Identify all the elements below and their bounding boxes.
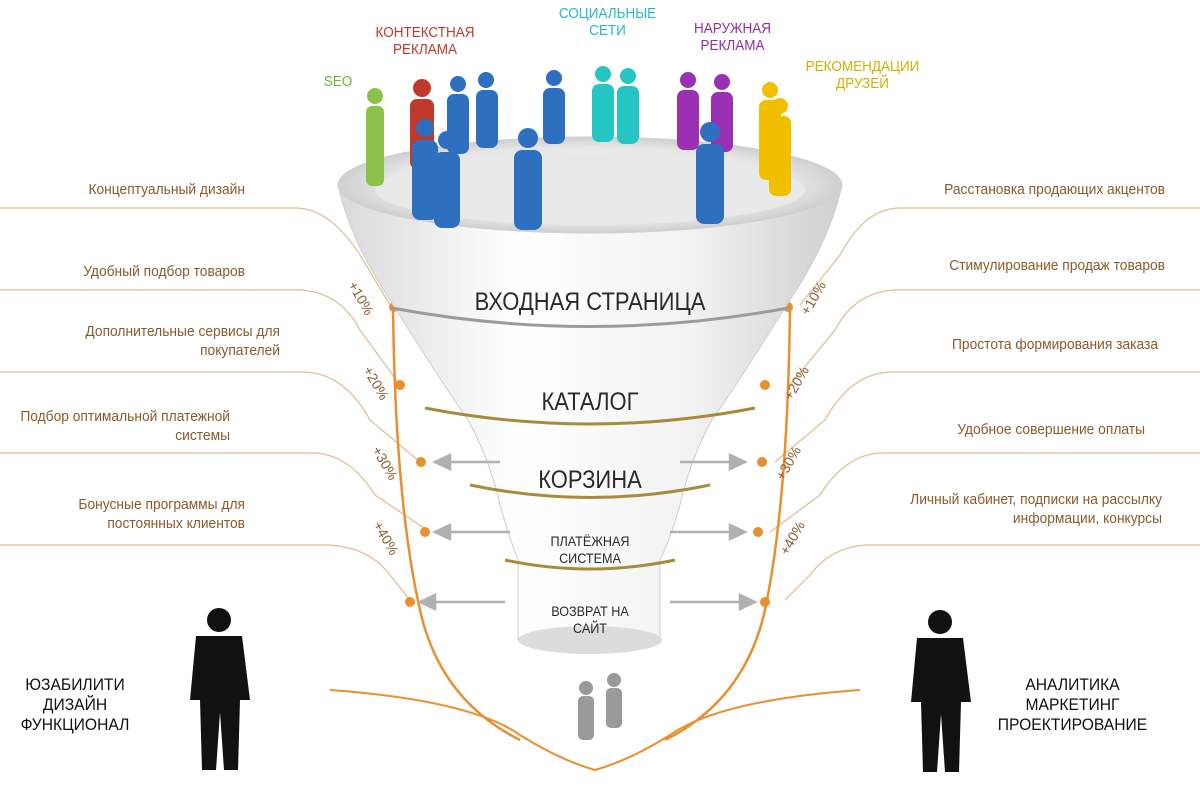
left-item-1: Концептуальный дизайн: [88, 181, 246, 198]
grey-arrows: [417, 453, 758, 611]
source-social: СОЦИАЛЬНЫЕ СЕТИ: [558, 5, 657, 39]
stage-cart: КОРЗИНА: [538, 466, 642, 494]
source-outdoor-ads: НАРУЖНАЯ РЕКЛАМА: [693, 20, 772, 54]
left-businessman: [190, 608, 250, 770]
right-guide-lines: [769, 207, 1200, 601]
source-recommendations: РЕКОМЕНДАЦИИ ДРУЗЕЙ: [805, 58, 920, 92]
stage-catalog: КАТАЛОГ: [541, 388, 639, 416]
left-item-5: Бонусные программы для постоянных клиент…: [78, 496, 246, 532]
stage-payment: ПЛАТЁЖНАЯ СИСТЕМА: [550, 533, 630, 566]
source-context-ads: КОНТЕКСТНАЯ РЕКЛАМА: [375, 24, 475, 58]
right-orange-curve: [664, 304, 792, 742]
left-item-3: Дополнительные сервисы для покупателей: [85, 323, 280, 359]
left-orange-curve: [391, 304, 521, 742]
right-businessman: [911, 610, 971, 772]
stage-landing: ВХОДНАЯ СТРАНИЦА: [474, 288, 706, 316]
bottom-orange-curve: [329, 689, 861, 772]
right-item-1: Расстановка продающих акцентов: [944, 181, 1165, 198]
right-item-4: Удобное совершение оплаты: [957, 421, 1145, 438]
funnel-bottom: [518, 626, 662, 654]
right-role: АНАЛИТИКА МАРКЕТИНГ ПРОЕКТИРОВАНИЕ: [997, 675, 1148, 734]
stage-return: ВОЗВРАТ НА САЙТ: [551, 603, 629, 636]
left-item-2: Удобный подбор товаров: [83, 263, 245, 280]
right-item-5: Личный кабинет, подписки на рассылку инф…: [910, 491, 1162, 527]
grey-couple: [578, 673, 622, 740]
right-item-2: Стимулирование продаж товаров: [949, 257, 1165, 274]
left-guide-lines: [0, 207, 431, 601]
source-seo: SEO: [323, 73, 353, 90]
left-item-4: Подбор оптимальной платежной системы: [20, 408, 230, 444]
stage-separators: [391, 306, 789, 571]
right-item-3: Простота формирования заказа: [952, 336, 1158, 353]
people-figures: [366, 66, 791, 230]
left-role: ЮЗАБИЛИТИ ДИЗАЙН ФУНКЦИОНАЛ: [20, 675, 130, 734]
